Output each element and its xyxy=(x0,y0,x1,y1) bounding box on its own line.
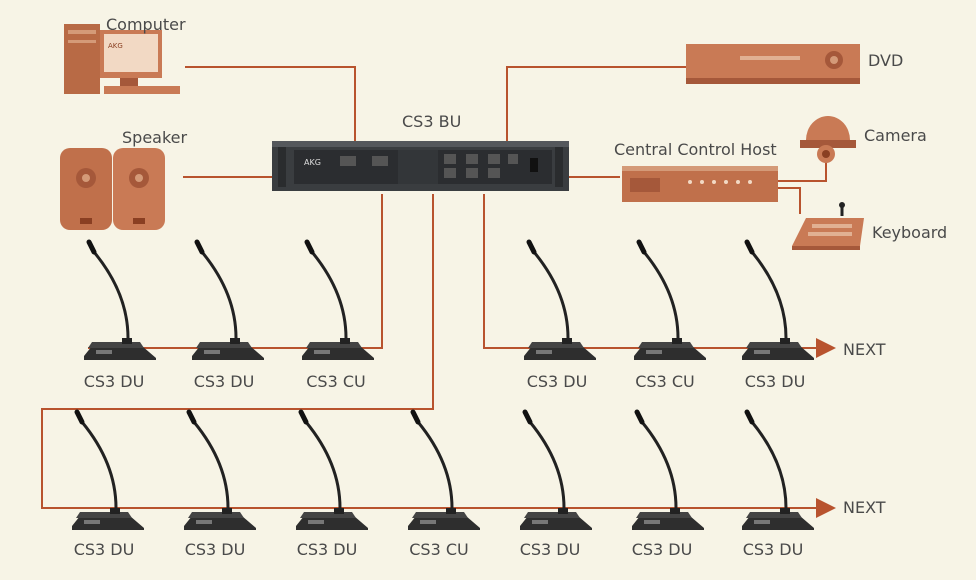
mic-unit xyxy=(302,242,374,360)
unit-label: CS3 DU xyxy=(194,372,255,391)
row-1-labels: CS3 DU CS3 DU CS3 CU CS3 DU CS3 CU CS3 D… xyxy=(84,372,806,391)
next-label: NEXT xyxy=(843,340,886,359)
camera-device xyxy=(800,116,856,163)
camera-label: Camera xyxy=(864,126,927,145)
dvd-label: DVD xyxy=(868,51,903,70)
unit-label: CS3 DU xyxy=(527,372,588,391)
bu-device: AKG xyxy=(272,141,569,191)
mic-row-2 xyxy=(72,412,814,530)
unit-label: CS3 DU xyxy=(297,540,358,559)
unit-label: CS3 DU xyxy=(745,372,806,391)
line-row2 xyxy=(41,194,836,518)
connection-lines xyxy=(41,66,836,518)
unit-label: CS3 DU xyxy=(743,540,804,559)
monitor-logo: AKG xyxy=(108,42,123,50)
host-label: Central Control Host xyxy=(614,140,777,159)
mic-unit xyxy=(634,242,706,360)
line-row1-right xyxy=(483,194,836,358)
speaker-device xyxy=(60,148,165,230)
mic-unit xyxy=(524,242,596,360)
bu-logo: AKG xyxy=(304,158,321,167)
dvd-device xyxy=(686,44,860,84)
unit-label: CS3 DU xyxy=(84,372,145,391)
line-row1-left xyxy=(88,194,383,349)
unit-label: CS3 CU xyxy=(635,372,694,391)
computer-label: Computer xyxy=(106,15,186,34)
line-camera xyxy=(778,162,827,182)
row-2-labels: CS3 DU CS3 DU CS3 DU CS3 CU CS3 DU CS3 D… xyxy=(74,540,804,559)
keyboard-device xyxy=(792,202,864,250)
line-keyboard xyxy=(778,187,801,214)
mic-unit xyxy=(72,412,144,530)
mic-unit xyxy=(192,242,264,360)
mic-unit xyxy=(296,412,368,530)
unit-label: CS3 DU xyxy=(520,540,581,559)
mic-unit xyxy=(632,412,704,530)
bu-label: CS3 BU xyxy=(402,112,461,131)
unit-label: CS3 CU xyxy=(306,372,365,391)
next-label-2: NEXT xyxy=(843,498,886,517)
unit-label: CS3 CU xyxy=(409,540,468,559)
unit-label: CS3 DU xyxy=(185,540,246,559)
keyboard-label: Keyboard xyxy=(872,223,947,242)
mic-row-1 xyxy=(84,242,814,360)
mic-unit xyxy=(408,412,480,530)
unit-label: CS3 DU xyxy=(74,540,135,559)
host-device xyxy=(622,166,778,202)
line-dvd xyxy=(506,66,686,142)
line-computer xyxy=(185,66,356,142)
computer-device: AKG xyxy=(64,24,180,94)
speaker-label: Speaker xyxy=(122,128,188,147)
unit-label: CS3 DU xyxy=(632,540,693,559)
mic-unit xyxy=(742,242,814,360)
mic-unit xyxy=(742,412,814,530)
mic-unit xyxy=(84,242,156,360)
mic-unit xyxy=(520,412,592,530)
mic-unit xyxy=(184,412,256,530)
